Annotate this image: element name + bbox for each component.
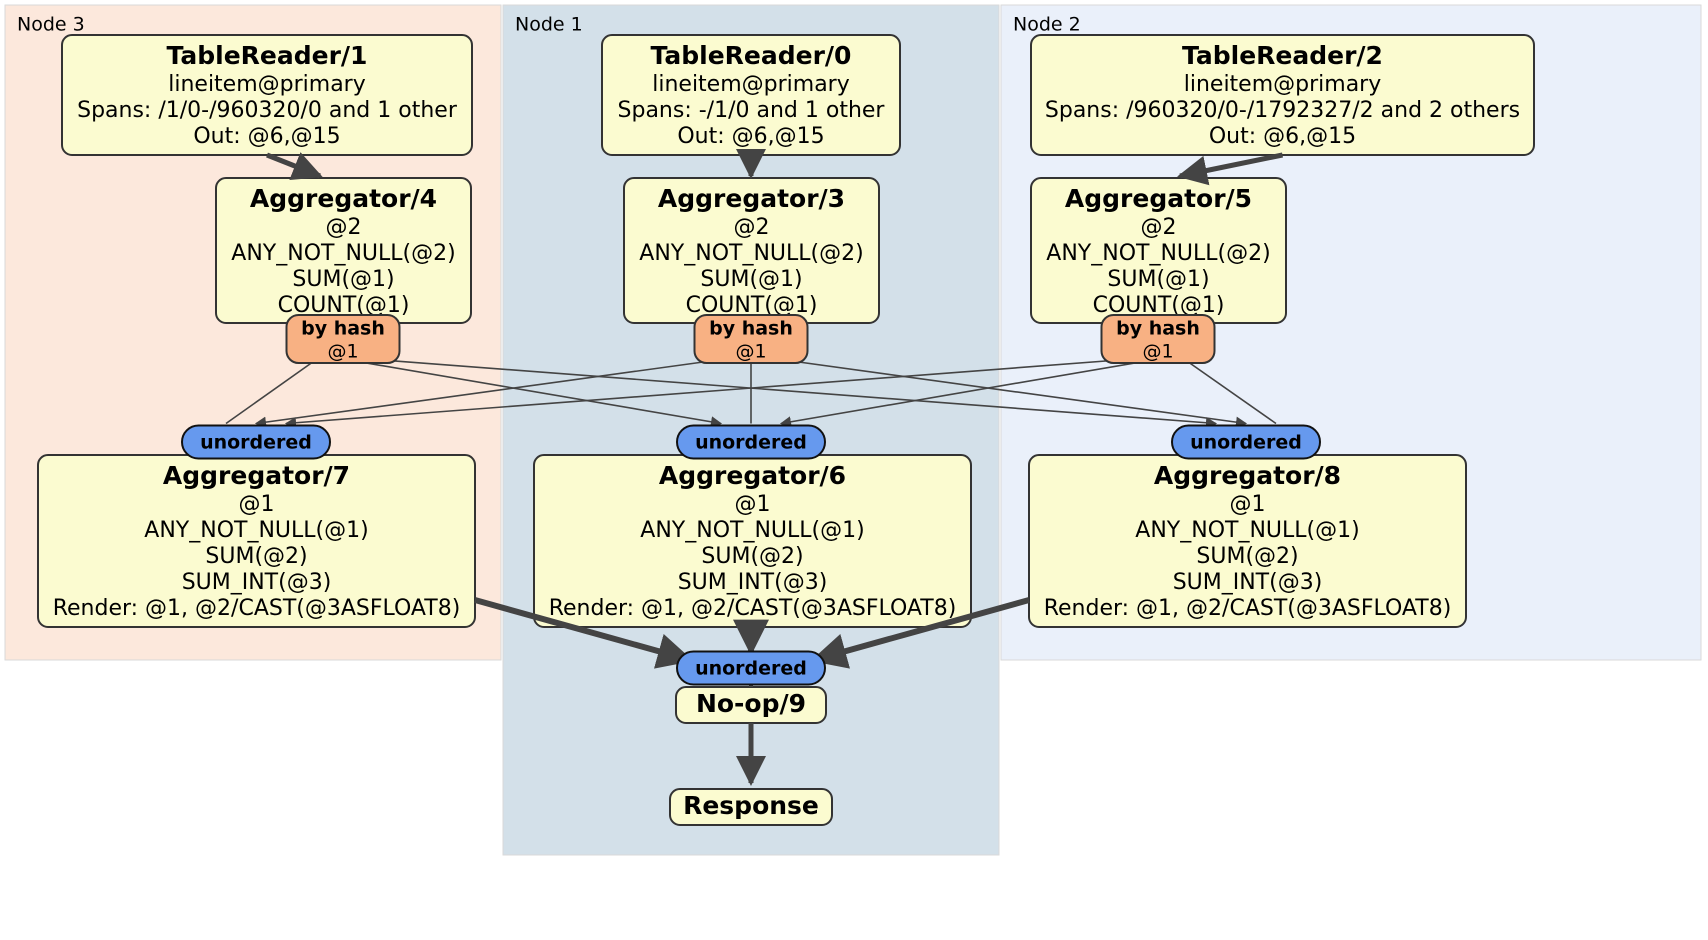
box-aggregator6[interactable]: Aggregator/6@1ANY_NOT_NULL(@1)SUM(@2)SUM… <box>533 454 972 628</box>
box-line: @1 <box>735 492 771 517</box>
box-line: COUNT(@1) <box>1093 293 1225 318</box>
box-line: ANY_NOT_NULL(@2) <box>231 241 455 266</box>
edge-shuffle-0-1 <box>342 358 723 428</box>
box-title: Aggregator/8 <box>1154 461 1341 490</box>
panel-label-node3: Node 3 <box>17 14 85 36</box>
pill-byhash5[interactable]: by hash@1 <box>1100 314 1216 364</box>
box-title: Aggregator/4 <box>250 184 437 213</box>
edge-shuffle-1-0 <box>254 358 726 428</box>
box-title: Aggregator/5 <box>1065 184 1252 213</box>
box-line: SUM(@2) <box>701 544 803 569</box>
box-title: TableReader/1 <box>167 41 368 70</box>
pill-title: unordered <box>695 432 807 454</box>
edge-agg8-final <box>810 597 1030 669</box>
box-line: ANY_NOT_NULL(@1) <box>144 518 368 543</box>
pill-unordered-right[interactable]: unordered <box>1171 424 1321 460</box>
pill-unordered-left[interactable]: unordered <box>181 424 331 460</box>
edge-tr1-agg4 <box>266 152 323 180</box>
pill-byhash4[interactable]: by hash@1 <box>285 314 401 364</box>
pill-byhash3[interactable]: by hash@1 <box>693 314 809 364</box>
pill-title: unordered <box>1190 432 1302 454</box>
box-line: COUNT(@1) <box>278 293 410 318</box>
box-line: SUM(@2) <box>1196 544 1298 569</box>
box-line: Spans: /1/0-/960320/0 and 1 other <box>77 98 458 123</box>
pill-subtitle: @1 <box>327 341 358 363</box>
box-line: COUNT(@1) <box>686 293 818 318</box>
box-line: Out: @6,@15 <box>193 124 340 149</box>
box-line: @1 <box>1230 492 1266 517</box>
box-title: Aggregator/7 <box>163 461 350 490</box>
box-noop9[interactable]: No-op/9 <box>675 686 827 724</box>
panel-label-node2: Node 2 <box>1013 14 1081 36</box>
box-line: SUM(@2) <box>205 544 307 569</box>
box-line: SUM_INT(@3) <box>678 570 828 595</box>
pill-title: by hash <box>301 318 385 340</box>
box-line: Render: @1, @2/CAST(@3ASFLOAT8) <box>549 596 957 621</box>
edge-shuffle-2-1 <box>779 358 1159 428</box>
box-line: Out: @6,@15 <box>677 124 824 149</box>
edge-shuffle-2-2 <box>1183 358 1277 425</box>
box-aggregator3[interactable]: Aggregator/3@2ANY_NOT_NULL(@2)SUM(@1)COU… <box>623 177 880 324</box>
box-line: Spans: -/1/0 and 1 other <box>618 98 886 123</box>
shuffle-edges <box>225 358 1277 429</box>
box-line: SUM(@1) <box>700 267 802 292</box>
box-aggregator7[interactable]: Aggregator/7@1ANY_NOT_NULL(@1)SUM(@2)SUM… <box>37 454 476 628</box>
box-line: @2 <box>1141 215 1177 240</box>
box-line: ANY_NOT_NULL(@2) <box>1046 241 1270 266</box>
box-aggregator8[interactable]: Aggregator/8@1ANY_NOT_NULL(@1)SUM(@2)SUM… <box>1028 454 1467 628</box>
box-aggregator4[interactable]: Aggregator/4@2ANY_NOT_NULL(@2)SUM(@1)COU… <box>215 177 472 324</box>
pill-unordered-mid[interactable]: unordered <box>676 424 826 460</box>
pill-title: by hash <box>1116 318 1200 340</box>
box-line: Render: @1, @2/CAST(@3ASFLOAT8) <box>1044 596 1452 621</box>
box-title: Response <box>683 791 819 820</box>
box-line: Spans: /960320/0-/1792327/2 and 2 others <box>1045 98 1520 123</box>
pill-title: by hash <box>709 318 793 340</box>
box-line: ANY_NOT_NULL(@1) <box>640 518 864 543</box>
pill-title: unordered <box>695 658 807 680</box>
box-line: lineitem@primary <box>168 72 366 97</box>
box-title: TableReader/0 <box>651 41 852 70</box>
edge-tr2-agg5 <box>1177 152 1284 186</box>
box-line: lineitem@primary <box>1184 72 1382 97</box>
box-title: TableReader/2 <box>1182 41 1383 70</box>
box-line: SUM_INT(@3) <box>182 570 332 595</box>
box-line: lineitem@primary <box>652 72 850 97</box>
box-line: @1 <box>239 492 275 517</box>
box-line: ANY_NOT_NULL(@2) <box>639 241 863 266</box>
edge-shuffle-0-2 <box>368 358 1218 429</box>
box-line: ANY_NOT_NULL(@1) <box>1135 518 1359 543</box>
panel-label-node1: Node 1 <box>515 14 583 36</box>
pill-unordered-final[interactable]: unordered <box>676 650 826 686</box>
edge-shuffle-1-2 <box>776 358 1248 428</box>
edge-shuffle-2-0 <box>284 358 1133 429</box>
box-line: SUM(@1) <box>292 267 394 292</box>
box-title: No-op/9 <box>696 689 806 718</box>
pill-title: unordered <box>200 432 312 454</box>
box-title: Aggregator/6 <box>659 461 846 490</box>
box-response[interactable]: Response <box>669 788 833 826</box>
box-title: Aggregator/3 <box>658 184 845 213</box>
box-line: SUM_INT(@3) <box>1173 570 1323 595</box>
edge-shuffle-0-0 <box>225 358 318 425</box>
pill-subtitle: @1 <box>735 341 766 363</box>
box-aggregator5[interactable]: Aggregator/5@2ANY_NOT_NULL(@2)SUM(@1)COU… <box>1030 177 1287 324</box>
box-line: SUM(@1) <box>1107 267 1209 292</box>
pill-subtitle: @1 <box>1142 341 1173 363</box>
edge-agg7-final <box>474 597 694 669</box>
box-line: Out: @6,@15 <box>1209 124 1356 149</box>
box-line: Render: @1, @2/CAST(@3ASFLOAT8) <box>53 596 461 621</box>
box-line: @2 <box>326 215 362 240</box>
box-line: @2 <box>734 215 770 240</box>
